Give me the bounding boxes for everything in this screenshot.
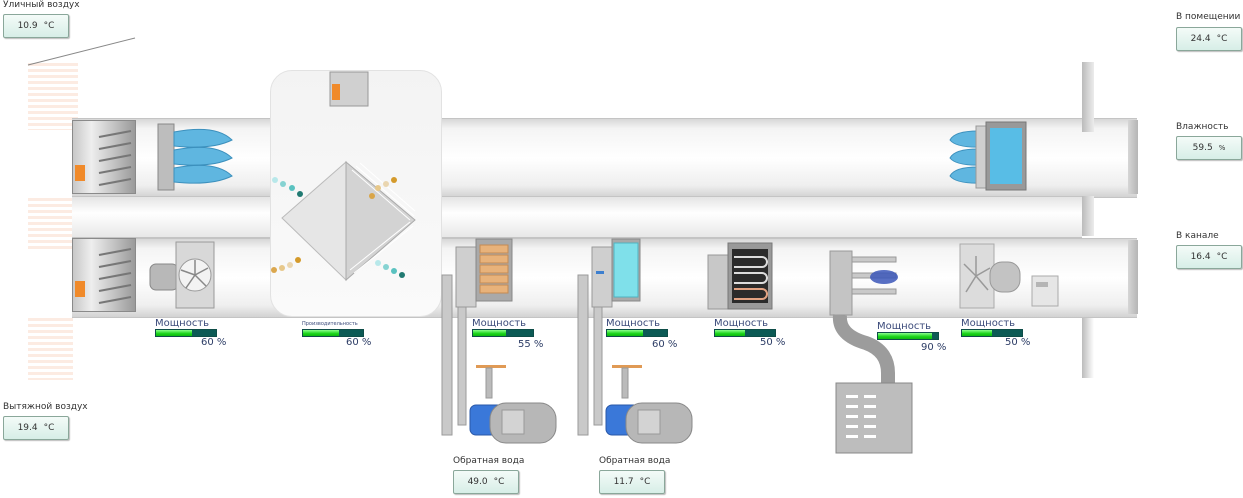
fan-controller-icon (1031, 275, 1059, 307)
supply-fan-icon[interactable] (958, 238, 1063, 314)
outdoor-air-unit: °C (43, 21, 55, 31)
outdoor-wall-top (28, 60, 78, 130)
return-water-cooler-value-box: 11.7 °C (599, 470, 665, 494)
power-indicator-electric-heater: Мощность 50 % (714, 318, 794, 350)
right-wall-low (1082, 318, 1094, 378)
return-water-heater-label: Обратная вода (453, 456, 525, 466)
power-value: 60 % (652, 339, 678, 350)
right-duct-end-upper (1128, 120, 1138, 194)
power-value: 50 % (760, 337, 786, 348)
wall-edge-line (27, 37, 136, 66)
right-duct-end-lower (1128, 240, 1138, 314)
cold-air-flow-dots (272, 177, 405, 278)
outdoor-air-value: 10.9 (17, 21, 38, 31)
power-bar (155, 329, 217, 337)
damper-actuator-icon (75, 281, 85, 297)
power-indicator-water-cooler: Мощность 60 % (606, 318, 686, 350)
warm-air-flow-dots (271, 177, 397, 273)
exhaust-fan-icon[interactable] (146, 238, 218, 314)
power-label: Мощность (472, 318, 527, 329)
power-value: 50 % (1005, 337, 1031, 348)
outdoor-air-damper[interactable] (72, 120, 136, 194)
right-wall-mid (1082, 196, 1094, 236)
return-water-heater-value: 49.0 (467, 477, 488, 487)
power-bar (606, 329, 668, 337)
exhaust-air-damper[interactable] (72, 238, 136, 312)
return-water-heater-value-box: 49.0 °C (453, 470, 519, 494)
power-bar-fill (473, 330, 506, 336)
return-water-cooler-unit: °C (639, 477, 651, 487)
power-bar (302, 329, 364, 337)
power-bar-fill (303, 330, 339, 336)
duct-temp-value-box: 16.4 °C (1176, 245, 1242, 269)
power-value: 60 % (201, 337, 227, 348)
power-indicator-recuperator: Производительность 60 % (302, 321, 382, 353)
power-label: Мощность (877, 321, 932, 332)
damper-actuator-icon (75, 165, 85, 181)
bypass-damper-actuator-icon (332, 84, 340, 100)
room-temp-label: В помещении (1176, 12, 1241, 22)
power-label: Производительность (302, 321, 358, 327)
exhaust-air-value-box: 19.4 °C (3, 416, 69, 440)
outdoor-air-value-box: 10.9 °C (3, 14, 69, 38)
room-temp-unit: °C (1216, 34, 1228, 44)
humidity-unit: % (1218, 144, 1226, 152)
power-bar (472, 329, 534, 337)
power-bar (714, 329, 776, 337)
room-temp-value-box: 24.4 °C (1176, 27, 1242, 51)
duct-temp-value: 16.4 (1190, 252, 1211, 262)
return-water-heater-unit: °C (493, 477, 505, 487)
humidity-value-box: 59.5 % (1176, 136, 1242, 160)
return-water-cooler-value: 11.7 (613, 477, 634, 487)
power-indicator-exhaust-fan: Мощность 60 % (155, 318, 235, 350)
power-bar-fill (878, 333, 932, 339)
damper-louvers-icon (75, 130, 132, 186)
outdoor-wall-mid (28, 195, 73, 250)
damper-louvers-icon (75, 248, 132, 304)
power-bar (961, 329, 1023, 337)
power-bar-fill (156, 330, 192, 336)
exhaust-air-label: Вытяжной воздух (3, 402, 88, 412)
return-water-cooler-label: Обратная вода (599, 456, 671, 466)
supply-filter-icon[interactable] (156, 118, 236, 194)
power-indicator-humidifier: Мощность 90 % (877, 321, 957, 353)
power-bar-fill (962, 330, 992, 336)
room-temp-value: 24.4 (1190, 34, 1211, 44)
outdoor-air-label: Уличный воздух (3, 0, 80, 10)
mid-duct-separator (72, 196, 1082, 238)
water-heater-icon[interactable] (430, 235, 560, 450)
power-bar-fill (607, 330, 643, 336)
humidity-label: Влажность (1176, 122, 1229, 132)
plate-heat-exchanger-icon[interactable] (270, 70, 440, 315)
outdoor-wall-bottom (28, 315, 73, 380)
power-bar-fill (715, 330, 745, 336)
power-label: Мощность (714, 318, 769, 329)
power-label: Мощность (961, 318, 1016, 329)
exhaust-air-value: 19.4 (17, 423, 38, 433)
humidity-value: 59.5 (1192, 143, 1213, 153)
power-bar (877, 332, 939, 340)
power-label: Мощность (606, 318, 661, 329)
power-value: 90 % (921, 342, 947, 353)
power-indicator-water-heater: Мощность 55 % (472, 318, 552, 350)
electric-heater-icon[interactable] (706, 237, 776, 313)
supply-filter-right-icon[interactable] (948, 118, 1028, 194)
power-value: 55 % (518, 339, 544, 350)
right-wall-top (1082, 62, 1094, 132)
duct-temp-unit: °C (1216, 252, 1228, 262)
water-cooler-icon[interactable] (566, 235, 696, 450)
duct-temp-label: В канале (1176, 231, 1219, 241)
power-value: 60 % (346, 337, 372, 348)
steam-humidifier-icon[interactable] (826, 243, 926, 458)
power-label: Мощность (155, 318, 210, 329)
exhaust-air-unit: °C (43, 423, 55, 433)
power-indicator-supply-fan: Мощность 50 % (961, 318, 1041, 350)
